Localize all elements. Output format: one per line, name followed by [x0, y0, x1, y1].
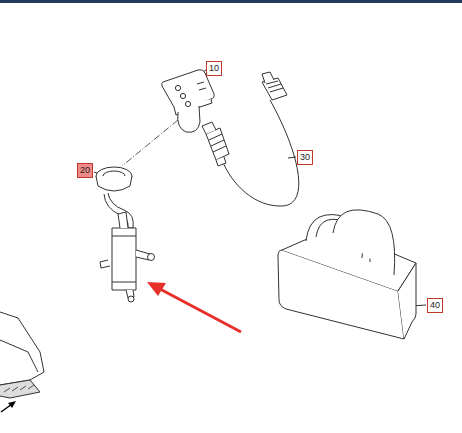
assembly-line: [122, 120, 178, 166]
mount-bracket: [96, 167, 155, 302]
callout-number: 10: [206, 61, 222, 76]
callout-number: 20: [77, 163, 93, 178]
pointer-arrow: [160, 289, 241, 332]
cable: [202, 72, 299, 206]
carry-bag: [278, 210, 416, 339]
machine-fragment: [0, 312, 44, 398]
controller-unit: [162, 70, 215, 132]
callout-number: 40: [427, 298, 443, 313]
pointer-arrow-head: [147, 282, 166, 296]
header-bar: [0, 0, 462, 3]
callout-number: 30: [297, 150, 313, 165]
arrow-head: [8, 401, 16, 408]
